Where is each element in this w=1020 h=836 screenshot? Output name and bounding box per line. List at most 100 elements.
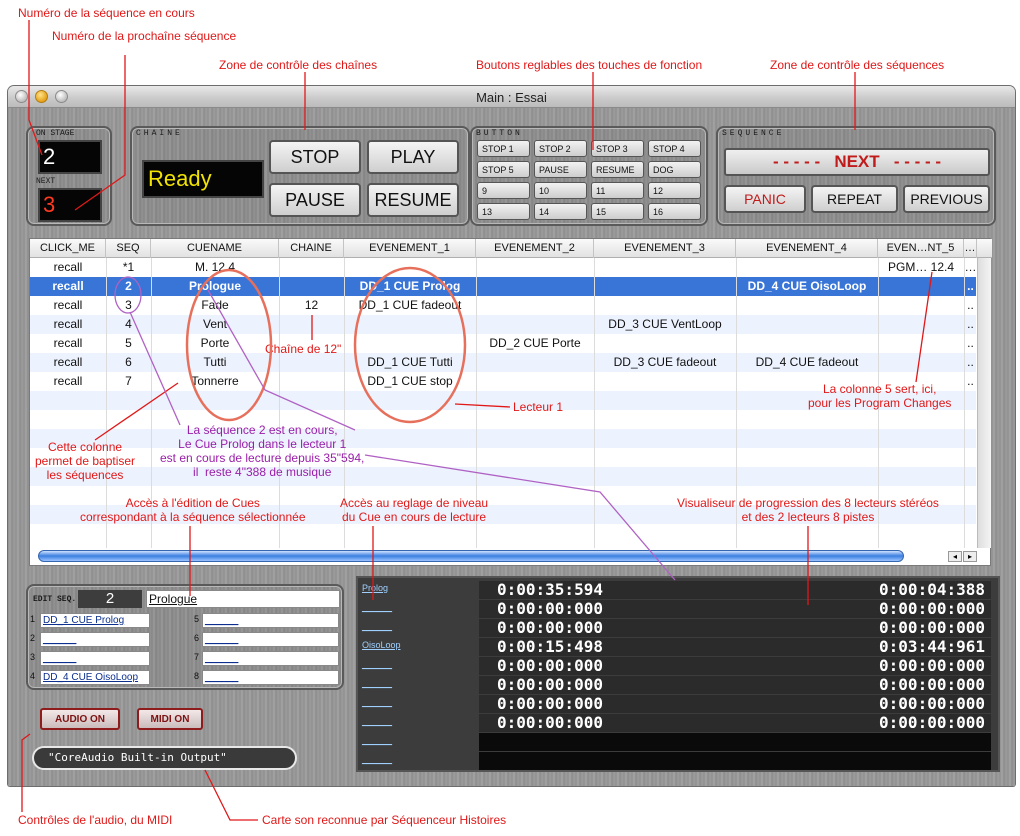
recall-link[interactable]: recall [53,374,83,388]
recall-link[interactable]: recall [53,298,83,312]
function-key-button[interactable]: PAUSE [534,161,587,178]
table-cell [279,277,344,296]
function-key-button[interactable]: 15 [591,203,644,220]
function-key-button[interactable]: 12 [648,182,701,199]
function-key-button[interactable]: STOP 5 [477,161,530,178]
annotation-edit-cues: Accès à l'édition de Cues correspondant … [80,496,306,524]
column-header[interactable]: EVENEMENT_2 [476,239,594,258]
stop-button[interactable]: STOP [269,140,361,174]
column-header[interactable]: CHAINE [279,239,344,258]
midi-on-button[interactable]: MIDI ON [137,708,203,730]
edit-seq-number[interactable]: 2 [78,590,142,608]
table-cell [594,334,736,353]
sequence-group: SEQUENCE - - - - - NEXT - - - - - PANIC … [716,126,996,226]
recall-link[interactable]: recall [53,355,83,369]
table-cell [594,296,736,315]
column-header[interactable]: EVENEMENT_3 [594,239,736,258]
vertical-scrollbar[interactable] [977,258,991,548]
cue-slot-field[interactable]: ______ [202,651,339,666]
column-header[interactable]: EVENEMENT_1 [344,239,476,258]
column-header[interactable]: EVENEMENT_4 [736,239,878,258]
column-divider [878,258,879,548]
recall-link[interactable]: recall [52,279,84,293]
column-divider [476,258,477,548]
table-cell: DD_4 CUE OisoLoop [747,279,867,293]
player-name-link[interactable]: ______ [362,602,393,612]
function-key-button[interactable]: STOP 1 [477,140,530,157]
table-cell [344,258,476,277]
cue-slot-field[interactable]: ______ [40,651,150,666]
cue-slot-field[interactable]: ______ [202,670,339,685]
close-icon[interactable] [15,90,28,103]
player-name-link[interactable]: ______ [362,735,393,745]
recall-link[interactable]: recall [53,260,83,274]
audio-on-button[interactable]: AUDIO ON [40,708,120,730]
function-key-button[interactable]: 10 [534,182,587,199]
player-name-link[interactable]: ______ [362,716,393,726]
table-cell [594,258,736,277]
player-name-link[interactable]: Prolog [362,583,389,593]
pause-button[interactable]: PAUSE [269,183,361,217]
scroll-right-icon[interactable]: ▸ [963,551,977,562]
function-key-button[interactable]: STOP 2 [534,140,587,157]
horizontal-scrollbar[interactable] [38,550,904,562]
resume-button[interactable]: RESUME [367,183,459,217]
function-key-button[interactable]: STOP 4 [648,140,701,157]
player-name-link[interactable]: ______ [362,697,393,707]
table-cell [476,296,594,315]
recall-link[interactable]: recall [53,336,83,350]
cue-slot-field[interactable]: DD_1 CUE Prolog [40,613,150,628]
column-header[interactable]: … [964,239,977,258]
next-sequence-button[interactable]: - - - - - NEXT - - - - - [724,148,990,176]
zoom-icon[interactable] [55,90,68,103]
function-key-button[interactable]: 14 [534,203,587,220]
table-row[interactable] [30,429,976,448]
chaine-status: Ready [142,160,264,198]
table-cell: 2 [125,279,132,293]
table-cell: DD_2 CUE Porte [489,336,581,350]
column-header[interactable]: CLICK_ME [30,239,106,258]
cue-slot-field[interactable]: ______ [202,613,339,628]
chaine-label: CHAINE [136,129,183,138]
player-name-link[interactable]: ______ [362,678,393,688]
player-name-link[interactable]: ______ [362,754,393,764]
panic-button[interactable]: PANIC [724,185,806,213]
function-key-button[interactable]: RESUME [591,161,644,178]
scroll-left-icon[interactable]: ◂ [948,551,962,562]
cue-slot-field[interactable]: ______ [40,632,150,647]
column-header[interactable]: SEQ [106,239,151,258]
annotation-seq-current: Numéro de la séquence en cours [18,6,195,20]
player-name-link[interactable]: ______ [362,621,393,631]
play-button[interactable]: PLAY [367,140,459,174]
player-name-link[interactable]: OisoLoop [362,640,401,650]
function-key-button[interactable]: STOP 3 [591,140,644,157]
player-name-link[interactable]: ______ [362,659,393,669]
column-divider [964,258,965,548]
table-cell: 7 [125,374,132,388]
table-cell: 12 [304,298,319,312]
repeat-button[interactable]: REPEAT [811,185,898,213]
table-cell: DD_3 CUE VentLoop [608,317,722,331]
column-header[interactable]: CUENAME [151,239,279,258]
function-key-button[interactable]: 11 [591,182,644,199]
previous-button[interactable]: PREVIOUS [903,185,990,213]
function-key-button[interactable]: DOG [648,161,701,178]
cue-slot-field[interactable]: DD_4 CUE OisoLoop [40,670,150,685]
function-key-button[interactable]: 16 [648,203,701,220]
function-key-button[interactable]: 9 [477,182,530,199]
recall-link[interactable]: recall [53,317,83,331]
table-row[interactable] [30,524,976,543]
column-header[interactable]: EVEN…NT_5 [878,239,964,258]
edit-seq-name[interactable]: Prologue [146,590,340,608]
window-title: Main : Essai [476,90,547,105]
cue-slot-field[interactable]: ______ [202,632,339,647]
function-key-button[interactable]: 13 [477,203,530,220]
